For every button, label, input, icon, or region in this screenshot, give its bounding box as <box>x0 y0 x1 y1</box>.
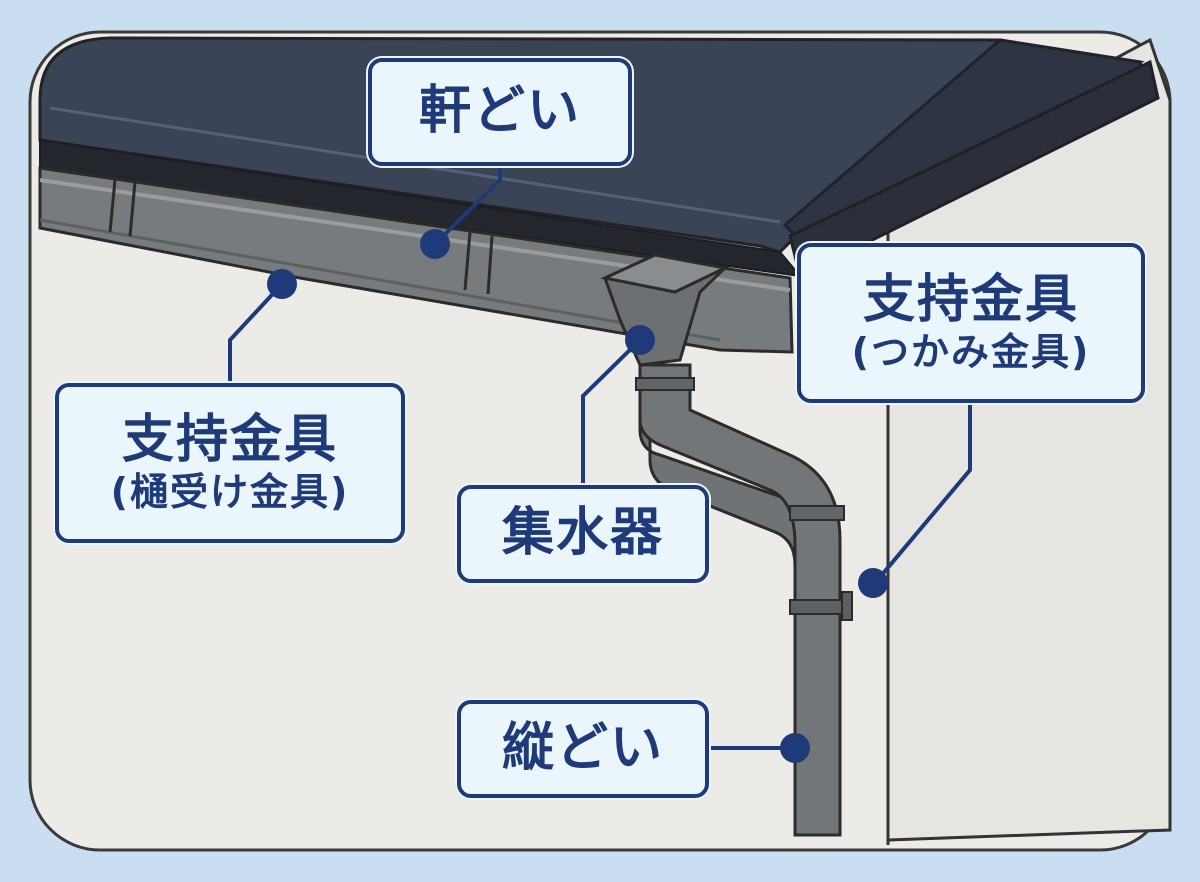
collector-top <box>600 253 730 294</box>
label-right-bracket-main: 支持金具 <box>862 270 1079 331</box>
callout-eaves-gutter: 軒どい <box>368 58 632 166</box>
marker-right-bracket <box>858 568 888 598</box>
label-left-bracket-sub: (樋受け金具) <box>110 470 350 515</box>
leader-right-bracket <box>873 403 972 585</box>
pipe-band <box>635 377 695 391</box>
leader-left-bracket <box>228 282 284 383</box>
label-collector: 集水器 <box>501 503 664 564</box>
leader-collector <box>581 338 642 485</box>
clamp-tab <box>841 591 853 621</box>
label-downspout: 縦どい <box>501 718 664 779</box>
callout-right-bracket: 支持金具 (つかみ金具) <box>797 243 1145 403</box>
label-right-bracket-sub: (つかみ金具) <box>851 330 1091 375</box>
callout-left-bracket: 支持金具 (樋受け金具) <box>55 383 405 543</box>
marker-collector <box>625 325 655 355</box>
marker-downspout <box>780 733 810 763</box>
leader-eaves-gutter <box>433 166 502 246</box>
marker-eaves-gutter <box>420 229 450 259</box>
fascia-right <box>788 59 1160 279</box>
eaves-gutter <box>38 166 794 354</box>
pipe-band <box>789 505 845 521</box>
callout-collector: 集水器 <box>457 485 709 583</box>
markers <box>267 229 888 763</box>
label-eaves-gutter: 軒どい <box>418 81 581 142</box>
marker-left-bracket <box>267 269 297 299</box>
callout-downspout: 縦どい <box>457 700 709 798</box>
gutter-bottom <box>39 218 721 342</box>
label-left-bracket-main: 支持金具 <box>121 410 338 471</box>
downspout-body <box>638 363 842 837</box>
pipe-clamp <box>789 599 847 615</box>
